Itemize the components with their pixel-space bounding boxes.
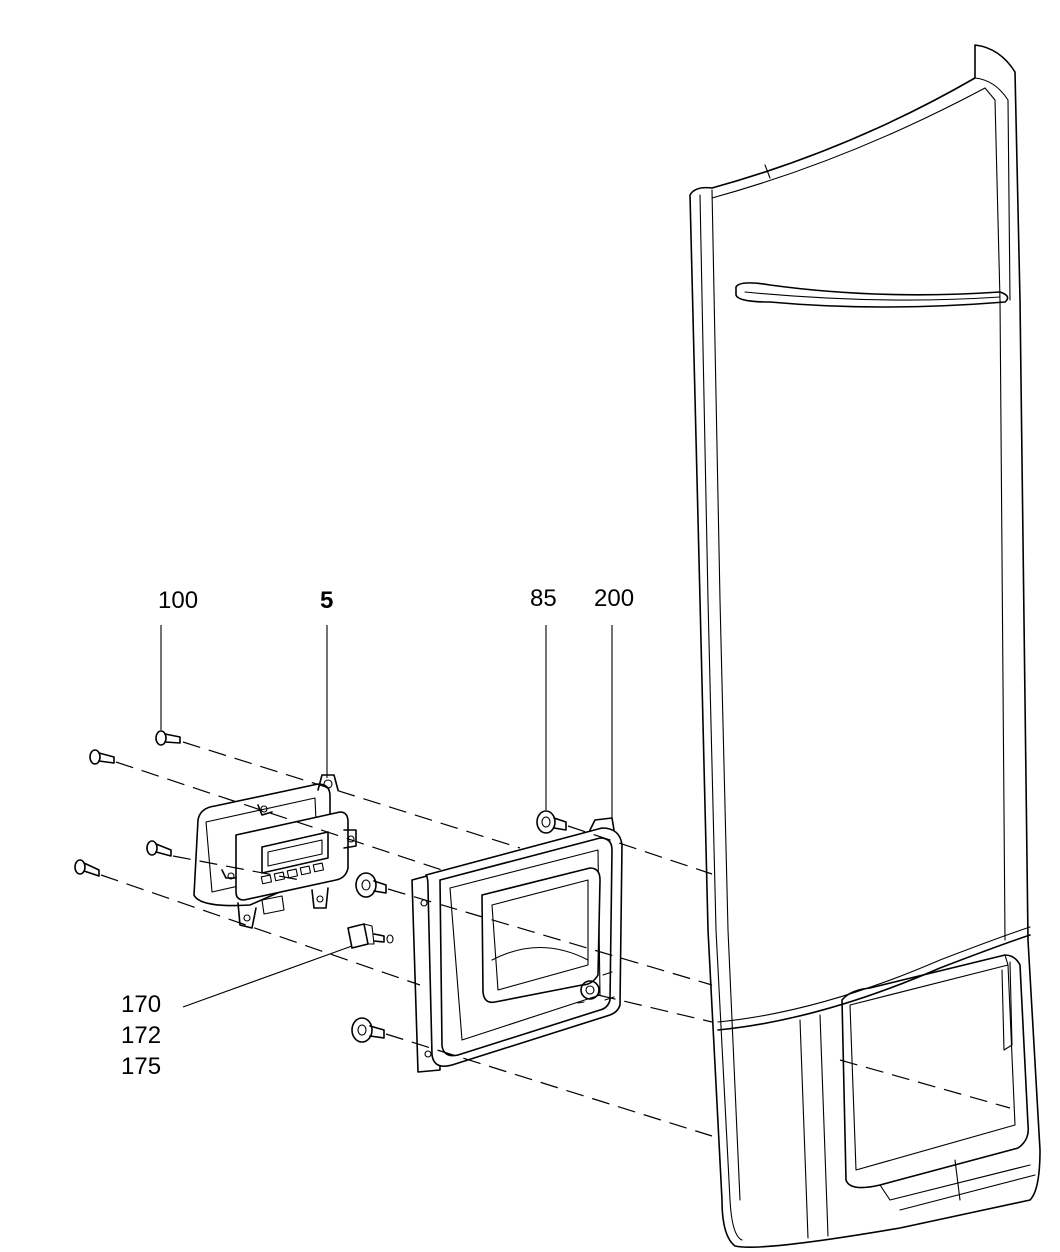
screw-3	[146, 840, 172, 857]
spacer-3	[351, 1017, 385, 1043]
assembly-lines	[100, 741, 1011, 1137]
callout-5: 5	[320, 587, 333, 614]
screw-4	[74, 859, 100, 877]
screws-100	[74, 730, 181, 877]
callout-100: 100	[158, 587, 198, 614]
switch-assembly	[347, 923, 394, 949]
leader-170	[182, 945, 353, 1008]
callout-172: 172	[121, 1022, 161, 1049]
callout-85: 85	[530, 585, 557, 612]
spacer-1	[536, 810, 567, 834]
callout-175: 175	[121, 1053, 161, 1080]
door-panel	[689, 44, 1041, 1248]
control-module	[193, 774, 357, 929]
spacer-2	[355, 872, 387, 898]
spacers-85	[351, 810, 567, 1043]
callout-170: 170	[121, 991, 161, 1018]
screw-1	[155, 730, 181, 746]
callout-labels: 100 5 85 200 170 172 175	[121, 585, 634, 1080]
control-buttons	[260, 862, 325, 885]
screw-2	[89, 749, 115, 765]
leader-lines	[160, 625, 613, 1008]
dispenser-bezel	[411, 817, 623, 1073]
callout-200: 200	[594, 585, 634, 612]
